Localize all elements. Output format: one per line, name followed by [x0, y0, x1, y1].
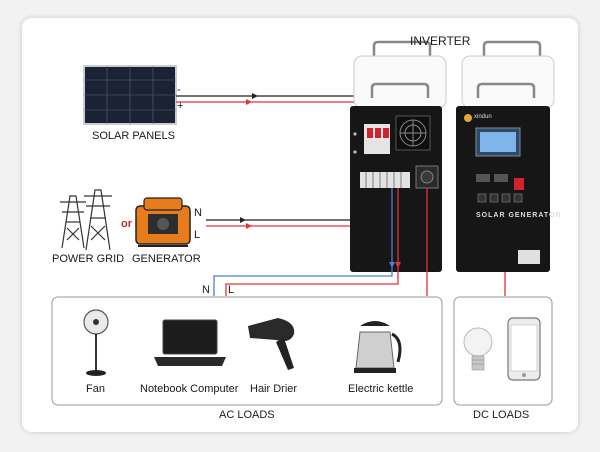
ac-load-label: Hair Drier: [250, 383, 298, 395]
grid-wires: [206, 186, 373, 229]
inverter-unit: [350, 40, 447, 272]
ac-load-label: Electric kettle: [348, 383, 414, 395]
grid-n-label: N: [194, 207, 202, 219]
solar-wires: [176, 93, 365, 172]
grid-l-label: L: [194, 229, 201, 241]
dc-loads-box: [453, 296, 553, 406]
ac-loads-box: [51, 296, 443, 406]
solar-minus-label: -: [177, 84, 181, 96]
output-wires: [213, 188, 506, 296]
or-label: or: [121, 218, 132, 230]
solar-panels-icon: [83, 65, 177, 125]
solar-plus-label: +: [177, 100, 184, 112]
power-grid-label: POWER GRID: [52, 253, 125, 265]
generator-icon: [135, 197, 191, 247]
solar-panels-label: SOLAR PANELS: [92, 130, 175, 142]
ac-load-label: Notebook Computer: [140, 383, 239, 395]
ac-n-label: N: [202, 284, 210, 296]
bulb-icon: [463, 327, 493, 371]
ac-l-label: L: [228, 284, 235, 296]
ac-loads-title: AC LOADS: [219, 409, 275, 421]
laptop-icon: [154, 319, 226, 366]
brand-logo: xindun: [474, 114, 492, 120]
ac-load-label: Fan: [86, 383, 105, 395]
fan-icon: [83, 309, 109, 376]
power-grid-icon: [60, 189, 112, 251]
hair-dryer-icon: [248, 318, 295, 370]
generator-label: GENERATOR: [132, 253, 201, 265]
phone-icon: [507, 317, 541, 381]
solar-generator-brand: SOLAR GENERATOR: [476, 212, 562, 219]
kettle-icon: [354, 321, 402, 373]
inverter-label: INVERTER: [410, 34, 471, 48]
dc-loads-title: DC LOADS: [473, 409, 530, 421]
solar-generator-unit: [456, 40, 555, 272]
